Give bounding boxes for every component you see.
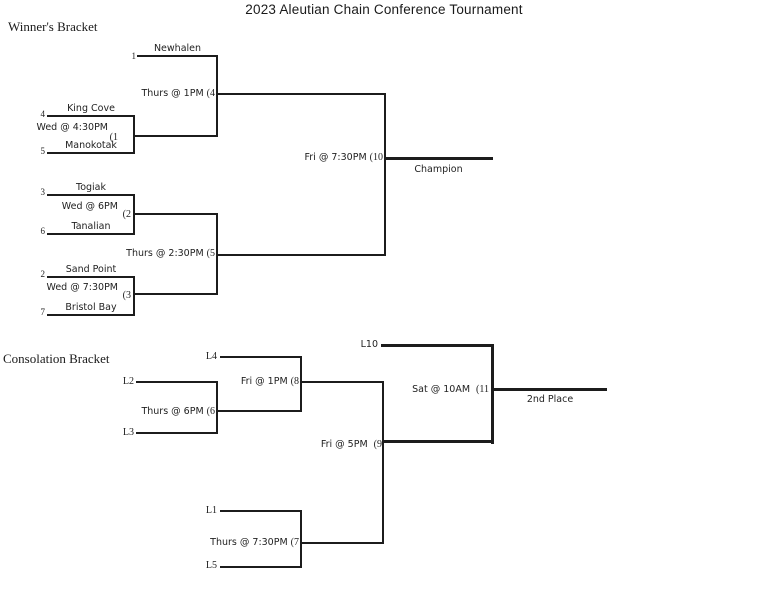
- game8-label: Fri @ 1PM(8: [240, 376, 299, 387]
- l10-line: [381, 344, 493, 347]
- game4-connector: [216, 55, 218, 137]
- game8-connector: [300, 356, 302, 412]
- consolation-bracket-label: Consolation Bracket: [3, 351, 110, 366]
- l1-line: [220, 510, 302, 512]
- team-bristol-bay: Bristol Bay: [65, 302, 117, 313]
- l5-line: [220, 566, 302, 568]
- game3-winner-line: [133, 293, 218, 295]
- seed-sand-point: 2: [40, 269, 46, 279]
- tanalian-line: [47, 233, 135, 235]
- team-togiak: Togiak: [76, 182, 106, 193]
- game7-connector: [300, 510, 302, 568]
- seed-bristol-bay: 7: [40, 307, 46, 317]
- team-king-cove: King Cove: [67, 103, 115, 114]
- seed-tanalian: 6: [40, 226, 46, 236]
- loser-l1: L1: [205, 505, 217, 516]
- game2-number: (2: [122, 209, 131, 220]
- team-newhalen: Newhalen: [153, 43, 202, 54]
- game6-winner-line: [216, 410, 302, 412]
- l4-line: [220, 356, 302, 358]
- game1-schedule: Wed @ 4:30PM: [36, 122, 108, 133]
- loser-l4: L4: [205, 351, 217, 362]
- king-cove-line: [47, 115, 135, 117]
- game3-connector: [133, 276, 135, 316]
- game4-label: Thurs @ 1PM(4: [141, 88, 215, 99]
- page-title: 2023 Aleutian Chain Conference Tournamen…: [245, 2, 523, 17]
- game6-connector: [216, 381, 218, 434]
- sand-point-line: [47, 276, 135, 278]
- game11-connector: [491, 344, 494, 444]
- game2-winner-line: [133, 213, 218, 215]
- seed-king-cove: 4: [40, 109, 46, 119]
- l3-line: [136, 432, 218, 434]
- game9-connector: [382, 381, 384, 544]
- game7-label: Thurs @ 7:30PM(7: [210, 537, 299, 548]
- second-place-label: 2nd Place: [526, 394, 574, 405]
- team-sand-point: Sand Point: [65, 264, 117, 275]
- game3-schedule: Wed @ 7:30PM: [46, 282, 118, 293]
- game11-label: Sat @ 10AM(11: [412, 384, 489, 395]
- game5-label: Thurs @ 2:30PM(5: [126, 248, 215, 259]
- game10-label: Fri @ 7:30PM(10: [304, 152, 383, 163]
- game1-connector: [133, 115, 135, 154]
- game4-winner-line: [216, 93, 386, 95]
- game5-winner-line: [216, 254, 386, 256]
- game3-number: (3: [122, 290, 131, 301]
- seed-newhalen: 1: [131, 51, 137, 61]
- togiak-line: [47, 194, 135, 196]
- winners-bracket-label: Winner's Bracket: [8, 19, 98, 34]
- loser-l3: L3: [122, 427, 134, 438]
- l2-line: [136, 381, 218, 383]
- manokotak-line: [47, 152, 135, 154]
- team-manokotak: Manokotak: [65, 140, 117, 151]
- loser-l10: L10: [360, 339, 378, 350]
- second-place-line: [493, 388, 607, 391]
- seed-manokotak: 5: [40, 146, 46, 156]
- game8-winner-line: [300, 381, 384, 383]
- game6-label: Thurs @ 6PM(6: [141, 406, 215, 417]
- game1-winner-line: [133, 135, 218, 137]
- game7-winner-line: [300, 542, 384, 544]
- game9-winner-line: [382, 440, 494, 443]
- game2-schedule: Wed @ 6PM: [61, 201, 118, 212]
- loser-l5: L5: [205, 560, 217, 571]
- champion-line: [384, 157, 493, 160]
- team-tanalian: Tanalian: [71, 221, 111, 232]
- bristol-bay-line: [47, 314, 135, 316]
- game9-label: Fri @ 5PM(9: [320, 439, 382, 450]
- loser-l2: L2: [122, 376, 134, 387]
- champion-label: Champion: [414, 164, 463, 175]
- game1-number: (1: [109, 132, 118, 143]
- newhalen-line: [137, 55, 218, 57]
- game10-connector: [384, 93, 386, 256]
- seed-togiak: 3: [40, 187, 46, 197]
